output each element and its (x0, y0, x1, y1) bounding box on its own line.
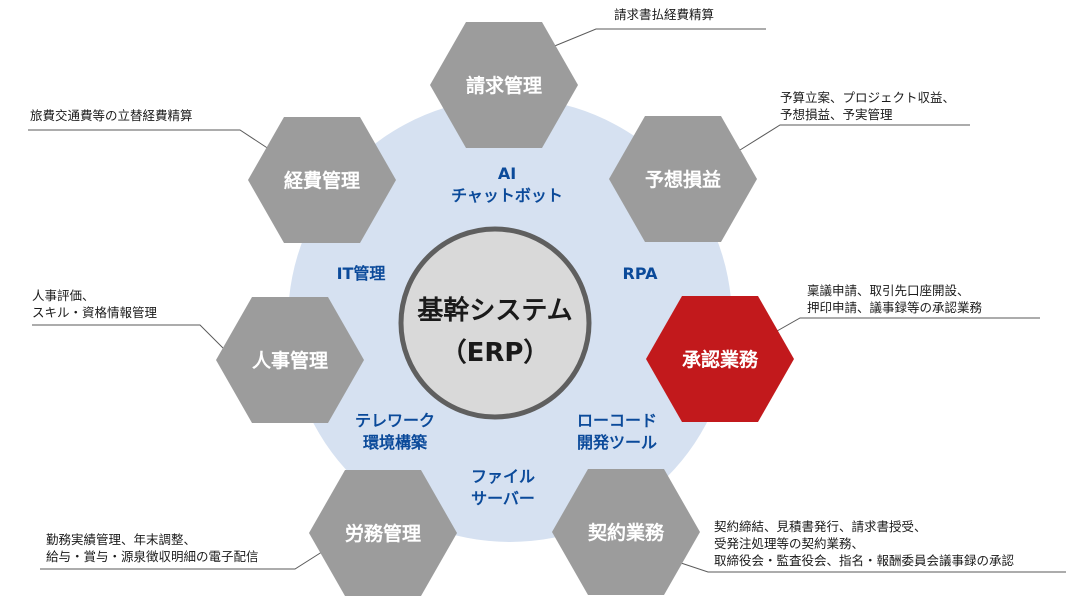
annotation-romu: 勤務実績管理、年末調整、 給与・賞与・源泉徴収明細の電子配信 (46, 532, 259, 566)
hex-shonin: 承認業務 (646, 296, 794, 422)
annotation-jinji-line1: 人事評価、 (32, 289, 95, 303)
hex-label-yoso: 予想損益 (645, 168, 721, 191)
annotation-yoso-line2: 予想損益、予実管理 (780, 108, 893, 122)
annotation-yoso: 予算立案、プロジェクト収益、 予想損益、予実管理 (780, 90, 955, 124)
hex-shape-yoso (609, 116, 757, 242)
annotation-keihi: 旅費交通費等の立替経費精算 (30, 108, 193, 125)
annotation-seikyu-line1: 請求書払経費精算 (614, 8, 715, 22)
ring-label-file-line1: ファイル (471, 467, 535, 486)
hex-label-keiyaku: 契約業務 (587, 521, 665, 544)
hex-shape-romu (309, 470, 457, 596)
hex-shape-shonin (646, 296, 794, 422)
annotation-jinji-line2: スキル・資格情報管理 (32, 306, 158, 320)
annotation-shonin: 稟議申請、取引先口座開設、 押印申請、議事録等の承認業務 (807, 283, 982, 317)
leader-lines (28, 28, 1066, 573)
ring-label-telework-line1: テレワーク (355, 411, 435, 430)
hex-label-romu: 労務管理 (345, 522, 421, 545)
center-title: 基幹システム (417, 295, 572, 326)
hex-seikyu: 請求管理 (430, 22, 578, 148)
ring-label-it: IT管理 (337, 264, 386, 283)
ring-label-telework-line2: 環境構築 (363, 433, 428, 452)
annotation-shonin-line1: 稟議申請、取引先口座開設、 (807, 284, 970, 298)
annotation-keiyaku-line1: 契約締結、見積書発行、請求書授受、 (714, 520, 927, 534)
hex-label-seikyu: 請求管理 (466, 74, 542, 97)
hex-jinji: 人事管理 (216, 297, 364, 423)
annotation-keihi-line1: 旅費交通費等の立替経費精算 (30, 109, 193, 123)
annotation-jinji: 人事評価、 スキル・資格情報管理 (32, 288, 157, 322)
annotation-romu-line2: 給与・賞与・源泉徴収明細の電子配信 (46, 550, 259, 564)
center-circle (398, 226, 592, 420)
ring-label-lowcode-line1: ローコード (577, 411, 657, 430)
leader-line-romu (40, 549, 326, 570)
annotation-keiyaku-line3: 取締役会・監査役会、指名・報酬委員会議事録の承認 (714, 554, 1015, 568)
center-subtitle: （ERP） (441, 338, 550, 368)
hex-shape-keihi (248, 117, 396, 243)
ring-label-ai-line2: チャットボット (451, 186, 563, 205)
ring-label-lowcode-line2: 開発ツール (577, 433, 657, 452)
hex-label-shonin: 承認業務 (682, 348, 759, 371)
ring-label-ai-line1: AI (498, 164, 516, 183)
leader-line-jinji (32, 324, 231, 356)
ring-label-rpa: RPA (623, 264, 659, 283)
hex-shape-keiyaku (552, 469, 700, 595)
hex-label-keihi: 経費管理 (284, 169, 360, 192)
annotation-keiyaku-line2: 受発注処理等の契約業務、 (714, 537, 865, 551)
annotation-seikyu: 請求書払経費精算 (614, 7, 714, 24)
hex-shape-seikyu (430, 22, 578, 148)
leader-line-keihi (28, 129, 279, 156)
annotation-keiyaku: 契約締結、見積書発行、請求書授受、 受発注処理等の契約業務、 取締役会・監査役会… (714, 519, 1014, 570)
hex-shape-jinji (216, 297, 364, 423)
leader-line-shonin (769, 317, 1040, 336)
hex-keihi: 経費管理 (248, 117, 396, 243)
hex-yoso: 予想損益 (609, 116, 757, 242)
leader-line-yoso (739, 124, 970, 151)
hex-keiyaku: 契約業務 (552, 469, 700, 595)
leader-line-seikyu (539, 28, 766, 53)
hex-romu: 労務管理 (309, 470, 457, 596)
annotation-romu-line1: 勤務実績管理、年末調整、 (46, 533, 197, 547)
ring-label-file-line2: サーバー (471, 489, 535, 508)
annotation-yoso-line1: 予算立案、プロジェクト収益、 (780, 91, 956, 105)
annotation-shonin-line2: 押印申請、議事録等の承認業務 (807, 301, 983, 315)
hex-label-jinji: 人事管理 (252, 349, 328, 372)
